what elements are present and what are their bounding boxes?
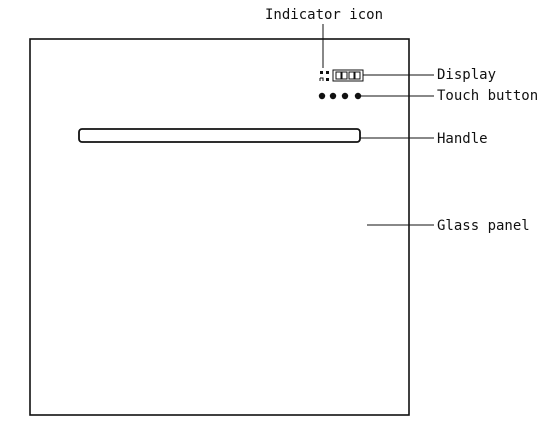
door-panel bbox=[29, 38, 410, 416]
display-digit bbox=[341, 71, 348, 80]
handle-bar bbox=[78, 128, 361, 143]
touch-button[interactable] bbox=[354, 92, 362, 100]
indicator-icon bbox=[320, 71, 323, 74]
display-digit bbox=[335, 71, 342, 80]
label-display: Display bbox=[437, 67, 496, 83]
indicator-icon bbox=[319, 77, 324, 81]
touch-button[interactable] bbox=[318, 92, 326, 100]
label-glass-panel: Glass panel bbox=[437, 218, 530, 234]
display-digit bbox=[354, 71, 361, 80]
label-touch-button: Touch button bbox=[437, 88, 538, 104]
label-handle: Handle bbox=[437, 131, 488, 147]
display-digit bbox=[348, 71, 355, 80]
touch-button[interactable] bbox=[341, 92, 349, 100]
indicator-icon bbox=[326, 78, 329, 81]
touch-button[interactable] bbox=[329, 92, 337, 100]
indicator-icon-group bbox=[319, 71, 329, 81]
indicator-icon bbox=[326, 71, 329, 74]
label-indicator-icon: Indicator icon bbox=[265, 7, 383, 23]
touch-button-row bbox=[318, 92, 362, 100]
